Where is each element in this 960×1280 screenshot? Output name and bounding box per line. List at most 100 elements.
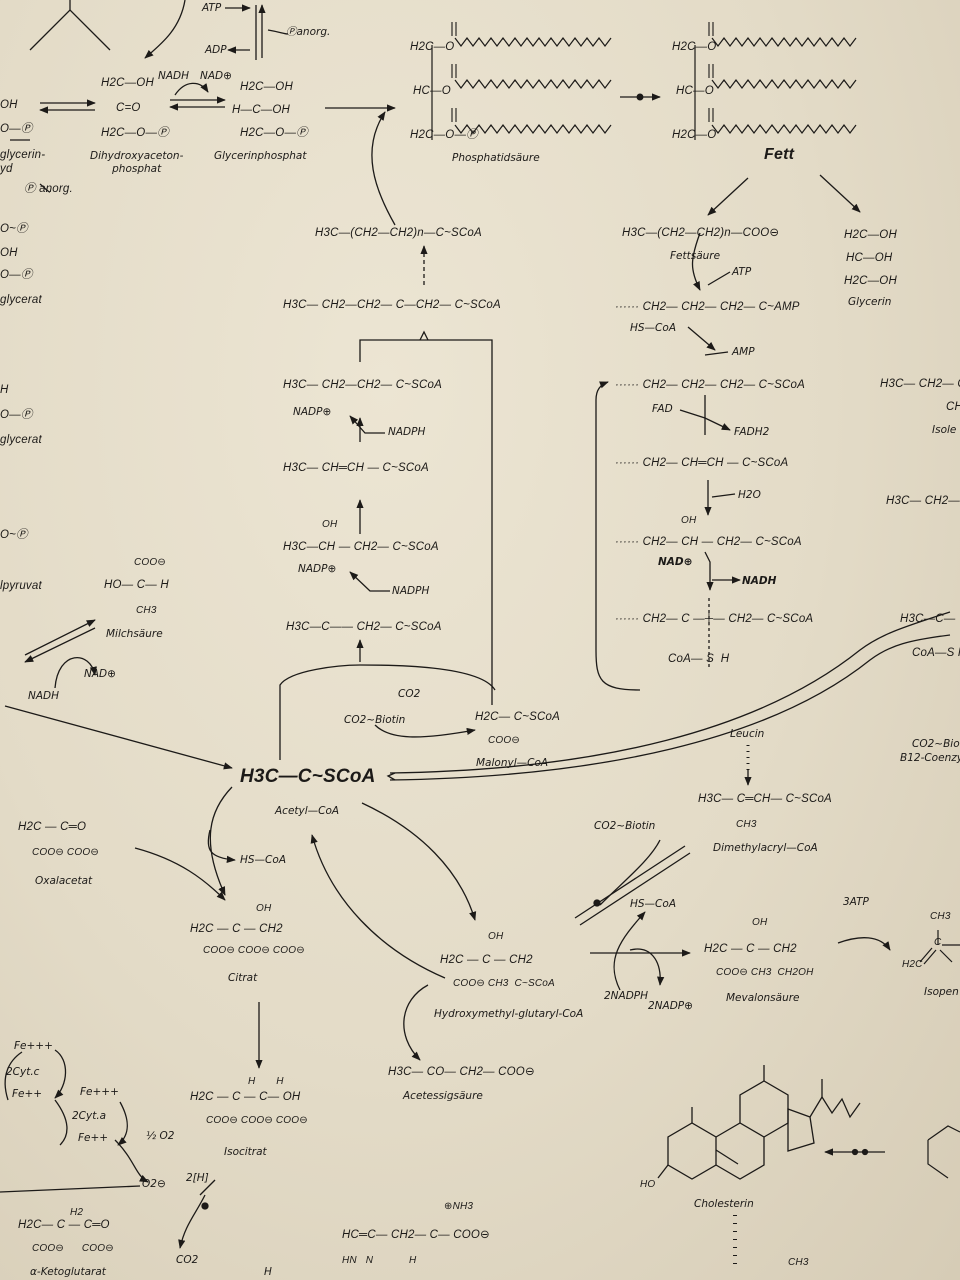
acyl-coa-ox: ······ CH2— CH2— CH2— C~SCoA <box>615 379 805 391</box>
label-atp-fa: ATP <box>732 266 752 278</box>
isopen-line1: CH3 <box>930 911 951 922</box>
label-h-bottom: H <box>264 1266 272 1278</box>
enoyl-coa: ······ CH2— CH═CH — C~SCoA <box>615 457 789 469</box>
oxalacetat-line1: H2C — C═O <box>18 821 87 833</box>
label-cyt-a: 2Cyt.a <box>72 1110 107 1122</box>
label-fe-4: Fe++ <box>78 1132 109 1144</box>
phosphatid-name: Phosphatidsäure <box>452 152 540 164</box>
label-p-anorg: Ⓟanorg. <box>286 26 331 38</box>
label-co2-biotin-1: CO2~Biotin <box>344 714 406 726</box>
label-atp-top: ATP <box>202 2 222 14</box>
milch-line2: HO— C— H <box>104 579 169 591</box>
phosphatid-line3: H2C—O—Ⓟ <box>410 129 478 141</box>
mevalon-oh: OH <box>752 917 768 928</box>
phosphatid-line1: H2C—O <box>410 41 455 53</box>
label-nadp-1: NADP⊕ <box>293 406 332 418</box>
hydroxybutyryl-oh: OH <box>322 519 338 530</box>
acetoacetyl-coa: H3C—C—— CH2— C~SCoA <box>286 621 442 633</box>
isocitrat-name: Isocitrat <box>224 1146 267 1158</box>
isopen-line2: C <box>934 937 942 948</box>
label-co2-synthesis: CO2 <box>398 688 421 700</box>
label-adp-top: ADP <box>205 44 227 56</box>
label-3atp: 3ATP <box>843 896 869 908</box>
mevalon-line1: H2C — C — CH2 <box>704 943 797 955</box>
hydroxybutyryl-coa: H3C—CH — CH2— C~SCoA <box>283 541 439 553</box>
dimethylacryl-line1: H3C— C═CH— C~SCoA <box>698 793 832 805</box>
acetyl-coa-formula: H3C—C~SCoA <box>240 766 376 787</box>
dhap-line2: C=O <box>116 102 141 114</box>
ketoacyl-coa: H3C— CH2—CH2— C—CH2— C~SCoA <box>283 299 501 311</box>
label-nadh-lactate: NADH <box>28 690 60 702</box>
ketoglutarat-name: α-Ketoglutarat <box>30 1266 106 1278</box>
left-edge-5: Ⓟ anorg. <box>24 183 73 195</box>
left-edge-10: H <box>0 384 9 396</box>
label-ch3-bottom: CH3 <box>788 1257 809 1268</box>
label-nad-top: NAD⊕ <box>200 70 232 82</box>
dhap-line3: H2C—O—Ⓟ <box>101 127 169 139</box>
g3p-line3: H2C—O—Ⓟ <box>240 127 308 139</box>
left-edge-11: O—Ⓟ <box>0 409 33 421</box>
label-cyt-c: 2Cyt.c <box>6 1066 40 1078</box>
label-hs-coa-fa: HS—CoA <box>630 322 676 334</box>
citrat-line2: COO⊖ COO⊖ COO⊖ <box>203 945 305 956</box>
left-edge-8: O—Ⓟ <box>0 269 33 281</box>
isocitrat-line1: H2C — C — C— OH <box>190 1091 301 1103</box>
label-fe-3: Fe+++ <box>80 1086 119 1098</box>
isocitrat-line2: COO⊖ COO⊖ COO⊖ <box>206 1115 308 1126</box>
acyl-amp: ······ CH2— CH2— CH2— C~AMP <box>615 301 800 313</box>
glycerin-line2: HC—OH <box>846 252 893 264</box>
right-edge-5: H3C—C— <box>900 613 956 625</box>
label-hs-coa-acetyl: HS—CoA <box>240 854 286 866</box>
label-co2-biotin-2: CO2~Biotin <box>594 820 656 832</box>
hmg-name: Hydroxymethyl-glutaryl-CoA <box>434 1008 584 1020</box>
acetessig-name: Acetessigsäure <box>403 1090 483 1102</box>
label-half-o2: ½ O2 <box>146 1130 175 1142</box>
milch-line1: COO⊖ <box>134 557 166 568</box>
fettsaeure-name: Fettsäure <box>670 250 721 262</box>
hmg-line1: H2C — C — CH2 <box>440 954 533 966</box>
mevalon-line2: COO⊖ CH3 CH2OH <box>716 967 814 978</box>
label-fe-2: Fe++ <box>12 1088 43 1100</box>
glycerin-line3: H2C—OH <box>844 275 897 287</box>
right-edge-6: CoA—S H <box>912 647 960 659</box>
label-nadh-fa: NADH <box>742 575 777 587</box>
left-edge-12: glycerat <box>0 434 42 446</box>
histidin-line2: HN N H <box>342 1255 417 1266</box>
label-nadh-top: NADH <box>158 70 190 82</box>
left-edge-2: O—Ⓟ <box>0 123 33 135</box>
label-nadp-2: NADP⊕ <box>298 563 337 575</box>
oxalacetat-name: Oxalacetat <box>35 875 93 887</box>
isopen-name: Isopen <box>924 986 959 998</box>
label-co2-bottom: CO2 <box>176 1254 199 1266</box>
cholesterin-structure <box>657 1065 861 1180</box>
left-edge-13: O~Ⓟ <box>0 529 28 541</box>
fett-line2: HC—O <box>676 85 714 97</box>
label-fe-1: Fe+++ <box>14 1040 53 1052</box>
ketoacyl-ox-line2: CoA— S H <box>668 653 730 665</box>
left-edge-3: glycerin- <box>0 149 46 161</box>
milch-name: Milchsäure <box>106 628 163 640</box>
acetyl-coa-name: Acetyl—CoA <box>275 805 340 817</box>
label-fadh2: FADH2 <box>734 426 770 438</box>
fettsaeure-formula: H3C—(CH2—CH2)n—COO⊖ <box>622 227 780 239</box>
malonyl-line2: COO⊖ <box>488 735 520 746</box>
acylcoa-top: H3C—(CH2—CH2)n—C~SCoA <box>315 227 482 239</box>
crotonyl-coa: H3C— CH═CH — C~SCoA <box>283 462 429 474</box>
right-edge-2: CH <box>946 401 960 413</box>
label-h2o: H2O <box>738 489 761 501</box>
hydroxyacyl-oh: OH <box>681 515 697 526</box>
milch-line3: CH3 <box>136 605 157 616</box>
hydroxyacyl-coa: ······ CH2— CH — CH2— C~SCoA <box>615 536 802 548</box>
hmg-oh: OH <box>488 931 504 942</box>
right-edge-3: Isole <box>932 424 957 436</box>
right-edge-1: H3C— CH2— CH <box>880 378 960 390</box>
label-fad: FAD <box>652 403 673 415</box>
butyryl-coa: H3C— CH2—CH2— C~SCoA <box>283 379 442 391</box>
label-2nadph: 2NADPH <box>604 990 649 1002</box>
right-edge-4: H3C— CH2— <box>886 495 960 507</box>
fett-line1: H2C—O <box>672 41 717 53</box>
oxalacetat-line2: COO⊖ COO⊖ <box>32 847 99 858</box>
dimethylacryl-line2: CH3 <box>736 819 757 830</box>
label-nad-lactate: NAD⊕ <box>84 668 116 680</box>
